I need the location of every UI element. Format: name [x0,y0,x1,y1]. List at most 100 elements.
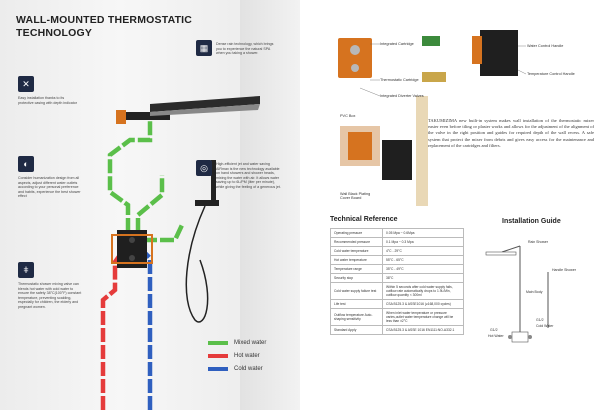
tech-row-key: Hot water temperature [330,255,383,265]
mixed-water-pipe-2 [135,175,165,232]
tech-row-key: Cold water supply failure test [330,282,383,300]
valve-in-box [348,132,372,160]
leader-line [359,87,381,97]
grid-icon: ▦ [196,40,212,56]
label-g12-left: G1/2 [490,328,498,332]
legend-label-mixed: Mixed water [234,339,267,346]
tech-row-key: Recommended pressure [330,237,383,247]
wall-cover-board-image [382,140,412,180]
control-panel-image [480,30,518,76]
legend-cold: Cold water [208,362,266,375]
installation-guide-diagram [485,245,549,343]
tech-row-key: Cold water temperature [330,246,383,256]
rain-shower-head-face [150,104,260,116]
tech-row-value: 0.05 Mpa ~ 0.6Mpa [382,228,464,238]
label-rain-shower: Rain Shower [528,240,549,244]
label-water-control-handle: Water Control Handle [527,44,564,48]
jet-icon: ◎ [196,160,212,176]
tech-row-value: CSA B125.3 & ASSE1016 (≥168,000 cycles) [382,299,464,309]
pipe-legend: Mixed water Hot water Cold water [208,336,266,375]
product-description: TAKUMIZIMA new built-in system makes wal… [428,118,594,148]
title-line-2: TECHNOLOGY [16,27,93,39]
mixer-knob-bottom [129,255,135,261]
thermostat-icon: ◐ [18,156,34,172]
hand-shower-holder [195,200,219,206]
label-wall-black-plating: Wall Black Plating Cover Board [340,192,371,200]
title-line-1: WALL-MOUNTED THERMOSTATIC [16,14,193,26]
rain-shower-head-outline [485,251,517,256]
tech-row-value: When inlet water temperature or pressure… [382,308,464,326]
wall-background [240,0,300,410]
tech-row-key: Temperature range [330,264,383,274]
wall-tile-image [416,96,428,206]
label-integrated-cartridge: Integrated Cartridge [380,42,414,46]
legend-hot: Hot water [208,349,266,362]
tech-row-value: 35°C - 49°C [382,264,464,274]
label-g12-right: G1/2 [536,318,544,322]
mixed-water-pipe [107,120,153,232]
legend-label-hot: Hot water [234,352,260,359]
installation-diagram-panel: WALL-MOUNTED THERMOSTATIC TECHNOLOGY [0,0,300,410]
shower-mount [116,110,126,124]
feature-humanization-text: Consider humanization design from all as… [18,176,81,199]
installation-guide-title: Installation Guide [502,218,561,225]
panel-title: WALL-MOUNTED THERMOSTATIC TECHNOLOGY [16,14,192,40]
legend-swatch-hot [208,353,228,358]
thermostatic-cartridge-image [422,72,446,82]
label-main-body: Main Body [526,290,543,294]
tech-row: Outflow temperature Auto-shaping sensiti… [330,308,464,326]
rain-shower-arm [501,245,521,253]
label-cold-water: Cold Water [536,324,554,328]
valve-port [350,45,360,55]
label-integrated-diverter: Integrated Diverter Valves [380,94,424,98]
tech-row-value: 0.1 Mpa ~ 0.3 Mpa [382,237,464,247]
tech-row-key: Outflow temperature Auto-shaping sensiti… [330,308,383,326]
legend-label-cold: Cold water [234,365,263,372]
shower-arm [120,112,170,120]
mixer-valve-box [117,230,147,268]
tech-row-key: Standard Apply [330,325,383,335]
valve-port-2 [351,64,359,72]
integrated-cartridge-image [422,36,440,46]
wrench-icon: ✕ [18,76,34,92]
technical-reference-title: Technical Reference [330,216,398,223]
mixed-water-pipe-3 [143,224,185,243]
hand-shower [211,160,216,202]
tech-row-key: Life test [330,299,383,309]
tech-row-value: CSA B125.3 & ASSE 1016 EN1111:NO-A332.1 [382,325,464,335]
plumbing-illustration [100,96,260,410]
feature-thermostatic-text: Thermostatic shower mixing valve can ble… [18,282,82,309]
label-temperature-control-handle: Temperature Control Handle [527,72,575,76]
legend-swatch-cold [208,366,228,371]
main-body-outline [511,331,529,343]
tech-row-value: 38°C [382,273,464,283]
label-pvc-box: PVC Box [340,114,356,118]
legend-mixed: Mixed water [208,336,266,349]
leader-line [517,69,527,75]
legend-swatch-mixed [208,340,228,345]
feature-airmax-text: High-efficient jet and water saving AIRm… [216,162,281,189]
label-thermostatic-cartridge: Thermostatic Cartridge [380,78,419,82]
inlet-hot [508,335,512,339]
mixer-knob-top [129,237,135,243]
cold-water-pipe [138,246,153,410]
valve-body-image [338,38,372,78]
thermometer-icon: ǂ [18,262,34,278]
feature-installation-text: Easy installation thanks to its protecti… [18,96,77,105]
hot-water-pipe [100,246,127,410]
component-illustrations [338,30,527,206]
inlet-cold [528,335,532,339]
hand-shower-hose [185,205,209,323]
label-handle-shower: Handle Shower [552,268,576,272]
feature-rain-text: Dense rain technology, which brings you … [216,42,274,56]
